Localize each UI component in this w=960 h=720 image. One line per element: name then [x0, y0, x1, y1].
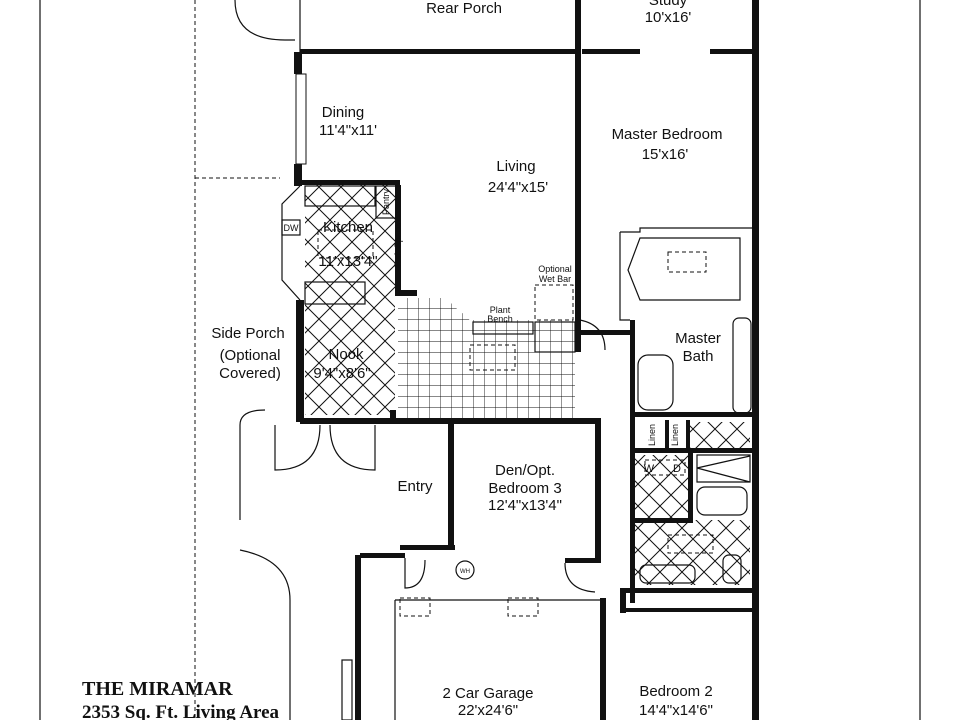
- label-nook: Nook: [328, 346, 364, 363]
- label-kitchen-size: 11'x13'4": [318, 253, 377, 270]
- garage-wall: [355, 555, 361, 720]
- plan-area: 2353 Sq. Ft. Living Area: [82, 702, 280, 720]
- label-dining-size: 11'4"x11': [319, 122, 377, 139]
- living-master-wall: [575, 0, 581, 352]
- label-plant-bench-2: Bench: [487, 314, 513, 324]
- plan-name: THE MIRAMAR: [82, 678, 233, 700]
- label-water-heater: WH: [460, 569, 470, 575]
- label-wet-bar-2: Wet Bar: [539, 274, 571, 284]
- label-rear-porch: Rear Porch: [426, 0, 502, 17]
- label-linen-1: Linen: [647, 424, 657, 446]
- label-kitchen: Kitchen: [323, 219, 373, 236]
- label-side-porch: Side Porch: [211, 325, 284, 342]
- den-wall: [450, 418, 600, 424]
- label-linen-2: Linen: [670, 424, 680, 446]
- label-plant-bench-1: Plant: [490, 305, 511, 315]
- label-study-size: 10'x16': [645, 9, 692, 26]
- bath2-tile: [635, 520, 750, 585]
- label-master-bath: Master: [675, 330, 721, 347]
- laundry-tile: [635, 455, 690, 520]
- label-dw: DW: [284, 223, 299, 233]
- label-study: Study: [649, 0, 688, 9]
- label-living-size: 24'4"x15': [488, 179, 548, 196]
- label-bedroom2-size: 14'4"x14'6": [639, 702, 713, 719]
- label-entry: Entry: [397, 478, 433, 495]
- rear-wall: [300, 49, 578, 54]
- foyer-tile: [398, 298, 575, 420]
- label-den-size: 12'4"x13'4": [488, 497, 562, 514]
- label-dryer: D: [673, 463, 681, 475]
- label-master-bath-2: Bath: [683, 348, 714, 365]
- label-nook-size: 9'4"x8'6": [313, 365, 370, 382]
- label-side-porch-covered: Covered): [219, 365, 281, 382]
- wc-tile: [690, 422, 750, 450]
- label-wet-bar-1: Optional: [538, 264, 572, 274]
- label-garage-size: 22'x24'6": [458, 702, 518, 719]
- label-pantry: Pantry: [381, 188, 391, 215]
- label-master-bedroom-size: 15'x16': [642, 146, 689, 163]
- label-ref-space: Ref. Space: [393, 223, 403, 268]
- label-dining: Dining: [322, 104, 365, 121]
- kitchen-tile: [305, 185, 400, 295]
- label-den: Den/Opt.: [495, 462, 555, 479]
- nook-tile: [305, 295, 395, 415]
- east-exterior-wall: [752, 0, 759, 720]
- label-master-bedroom: Master Bedroom: [612, 126, 723, 143]
- label-washer: W: [644, 463, 655, 475]
- label-den-2: Bedroom 3: [488, 480, 561, 497]
- label-living: Living: [496, 158, 535, 175]
- label-bedroom2: Bedroom 2: [639, 683, 712, 700]
- label-garage: 2 Car Garage: [443, 685, 534, 702]
- label-side-porch-optional: (Optional: [220, 347, 281, 364]
- entry-door: [274, 424, 321, 471]
